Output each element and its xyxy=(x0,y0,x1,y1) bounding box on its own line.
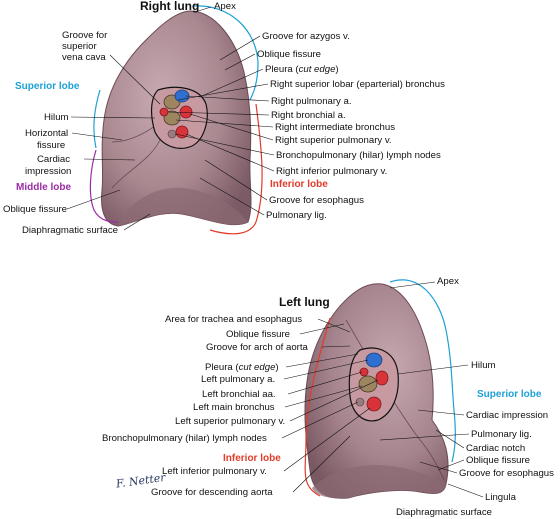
left-pleura-italic: cut edge xyxy=(239,362,276,373)
left-label-main-bronchus: Left main bronchus xyxy=(193,402,275,413)
right-label-diaphragmatic-surface: Diaphragmatic surface xyxy=(22,225,118,236)
left-inferior-lobe-outline xyxy=(304,317,331,497)
right-label-intermediate-bronchus: Right intermediate bronchus xyxy=(275,122,395,133)
left-label-inferior-pulmonary-vein: Left inferior pulmonary v. xyxy=(162,466,267,477)
right-label-oblique-fissure-bottom: Oblique fissure xyxy=(3,204,67,215)
right-label-groove-esophagus: Groove for esophagus xyxy=(269,195,364,206)
left-pulmonary-artery-shape xyxy=(365,352,383,368)
left-hilum-structures xyxy=(355,352,389,412)
right-intermediate-bronchus-shape xyxy=(163,110,181,126)
right-label-lymph-nodes: Bronchopulmonary (hilar) lymph nodes xyxy=(276,150,441,161)
right-bronchial-artery-shape xyxy=(159,107,169,117)
right-label-groove-azygos: Groove for azygos v. xyxy=(262,31,350,42)
left-label-inferior-lobe: Inferior lobe xyxy=(223,453,281,464)
left-inferior-pulmonary-vein-shape xyxy=(366,396,382,412)
right-superior-pulmonary-vein-shape xyxy=(179,105,193,119)
right-middle-lobe-outline xyxy=(89,149,119,223)
left-label-diaphragmatic-surface: Diaphragmatic surface xyxy=(396,507,492,518)
right-label-horizontal-fissure-1: Horizontal xyxy=(25,128,68,139)
right-label-middle-lobe: Middle lobe xyxy=(16,182,71,193)
left-label-oblique-fissure-top: Oblique fissure xyxy=(226,329,290,340)
left-lung-title: Left lung xyxy=(279,295,330,309)
left-label-superior-lobe: Superior lobe xyxy=(477,389,542,400)
right-pleura-suffix: ) xyxy=(335,64,338,75)
right-label-groove-svc-1: Groove for xyxy=(62,30,108,41)
left-lymph-node-shape xyxy=(355,397,365,407)
right-label-pleura: Pleura (cut edge) xyxy=(265,64,339,75)
right-lung-title: Right lung xyxy=(140,0,199,13)
right-diaphragmatic-base xyxy=(118,187,248,226)
left-pleura-suffix: ) xyxy=(275,362,278,373)
right-label-apex: Apex xyxy=(214,1,236,12)
right-label-inferior-lobe: Inferior lobe xyxy=(270,179,328,190)
left-label-bronchial-arteries: Left bronchial aa. xyxy=(202,389,276,400)
right-label-horizontal-fissure-2: fissure xyxy=(37,140,65,151)
right-label-superior-lobar-bronchus: Right superior lobar (eparterial) bronch… xyxy=(270,79,445,90)
right-pleura-prefix: Pleura ( xyxy=(265,64,299,75)
right-lung-figure xyxy=(101,10,252,227)
left-label-groove-esophagus: Groove for esophagus xyxy=(459,468,554,479)
left-label-lymph-nodes: Bronchopulmonary (hilar) lymph nodes xyxy=(102,433,267,444)
left-superior-lobe-outline xyxy=(389,279,456,463)
left-label-apex: Apex xyxy=(437,276,459,287)
left-leader-lines xyxy=(281,281,484,498)
left-label-groove-descending-aorta: Groove for descending aorta xyxy=(151,487,273,498)
right-leader-lines xyxy=(66,6,275,231)
right-inferior-lobe-outline xyxy=(209,103,263,235)
right-label-pulmonary-ligament: Pulmonary lig. xyxy=(266,210,327,221)
right-pleura-italic: cut edge xyxy=(299,64,336,75)
right-label-cardiac-impression-1: Cardiac xyxy=(37,154,70,165)
left-superior-pulmonary-vein-shape xyxy=(375,370,389,386)
left-label-hilum: Hilum xyxy=(471,360,496,371)
right-label-superior-lobe: Superior lobe xyxy=(15,81,80,92)
left-label-area-trachea: Area for trachea and esophagus xyxy=(165,314,302,325)
left-pleura-prefix: Pleura ( xyxy=(205,362,239,373)
right-label-inferior-pulmonary-vein: Right inferior pulmonary v. xyxy=(276,166,387,177)
left-label-groove-aorta-arch: Groove for arch of aorta xyxy=(206,342,309,353)
right-label-groove-svc-3: vena cava xyxy=(62,52,106,63)
right-superior-lobe-outline xyxy=(93,5,259,149)
left-label-cardiac-notch: Cardiac notch xyxy=(466,443,525,454)
left-label-pulmonary-artery: Left pulmonary a. xyxy=(201,374,275,385)
right-label-hilum: Hilum xyxy=(44,112,69,123)
right-label-bronchial-artery: Right bronchial a. xyxy=(271,110,346,121)
left-label-oblique-fissure-right: Oblique fissure xyxy=(466,455,530,466)
left-main-bronchus-shape xyxy=(358,375,378,393)
left-label-pleura: Pleura (cut edge) xyxy=(205,362,279,373)
right-oblique-fissure-line xyxy=(111,139,161,189)
right-label-pulmonary-artery: Right pulmonary a. xyxy=(271,96,352,107)
left-label-superior-pulmonary-vein: Left superior pulmonary v. xyxy=(175,416,285,427)
right-hilum-structures xyxy=(159,89,193,139)
left-label-cardiac-impression: Cardiac impression xyxy=(466,410,548,421)
left-label-pulmonary-ligament: Pulmonary lig. xyxy=(471,429,532,440)
left-bronchial-artery-shape xyxy=(359,367,369,377)
right-label-cardiac-impression-2: impression xyxy=(25,166,71,177)
right-label-oblique-fissure-top: Oblique fissure xyxy=(257,49,321,60)
left-diaphragmatic-base xyxy=(312,464,446,499)
right-lymph-node-shape xyxy=(167,129,177,139)
right-label-groove-svc-2: superior xyxy=(62,41,97,52)
left-lung-figure xyxy=(304,283,449,499)
right-label-superior-pulmonary-vein: Right superior pulmonary v. xyxy=(275,135,392,146)
left-label-lingula: Lingula xyxy=(485,492,517,503)
